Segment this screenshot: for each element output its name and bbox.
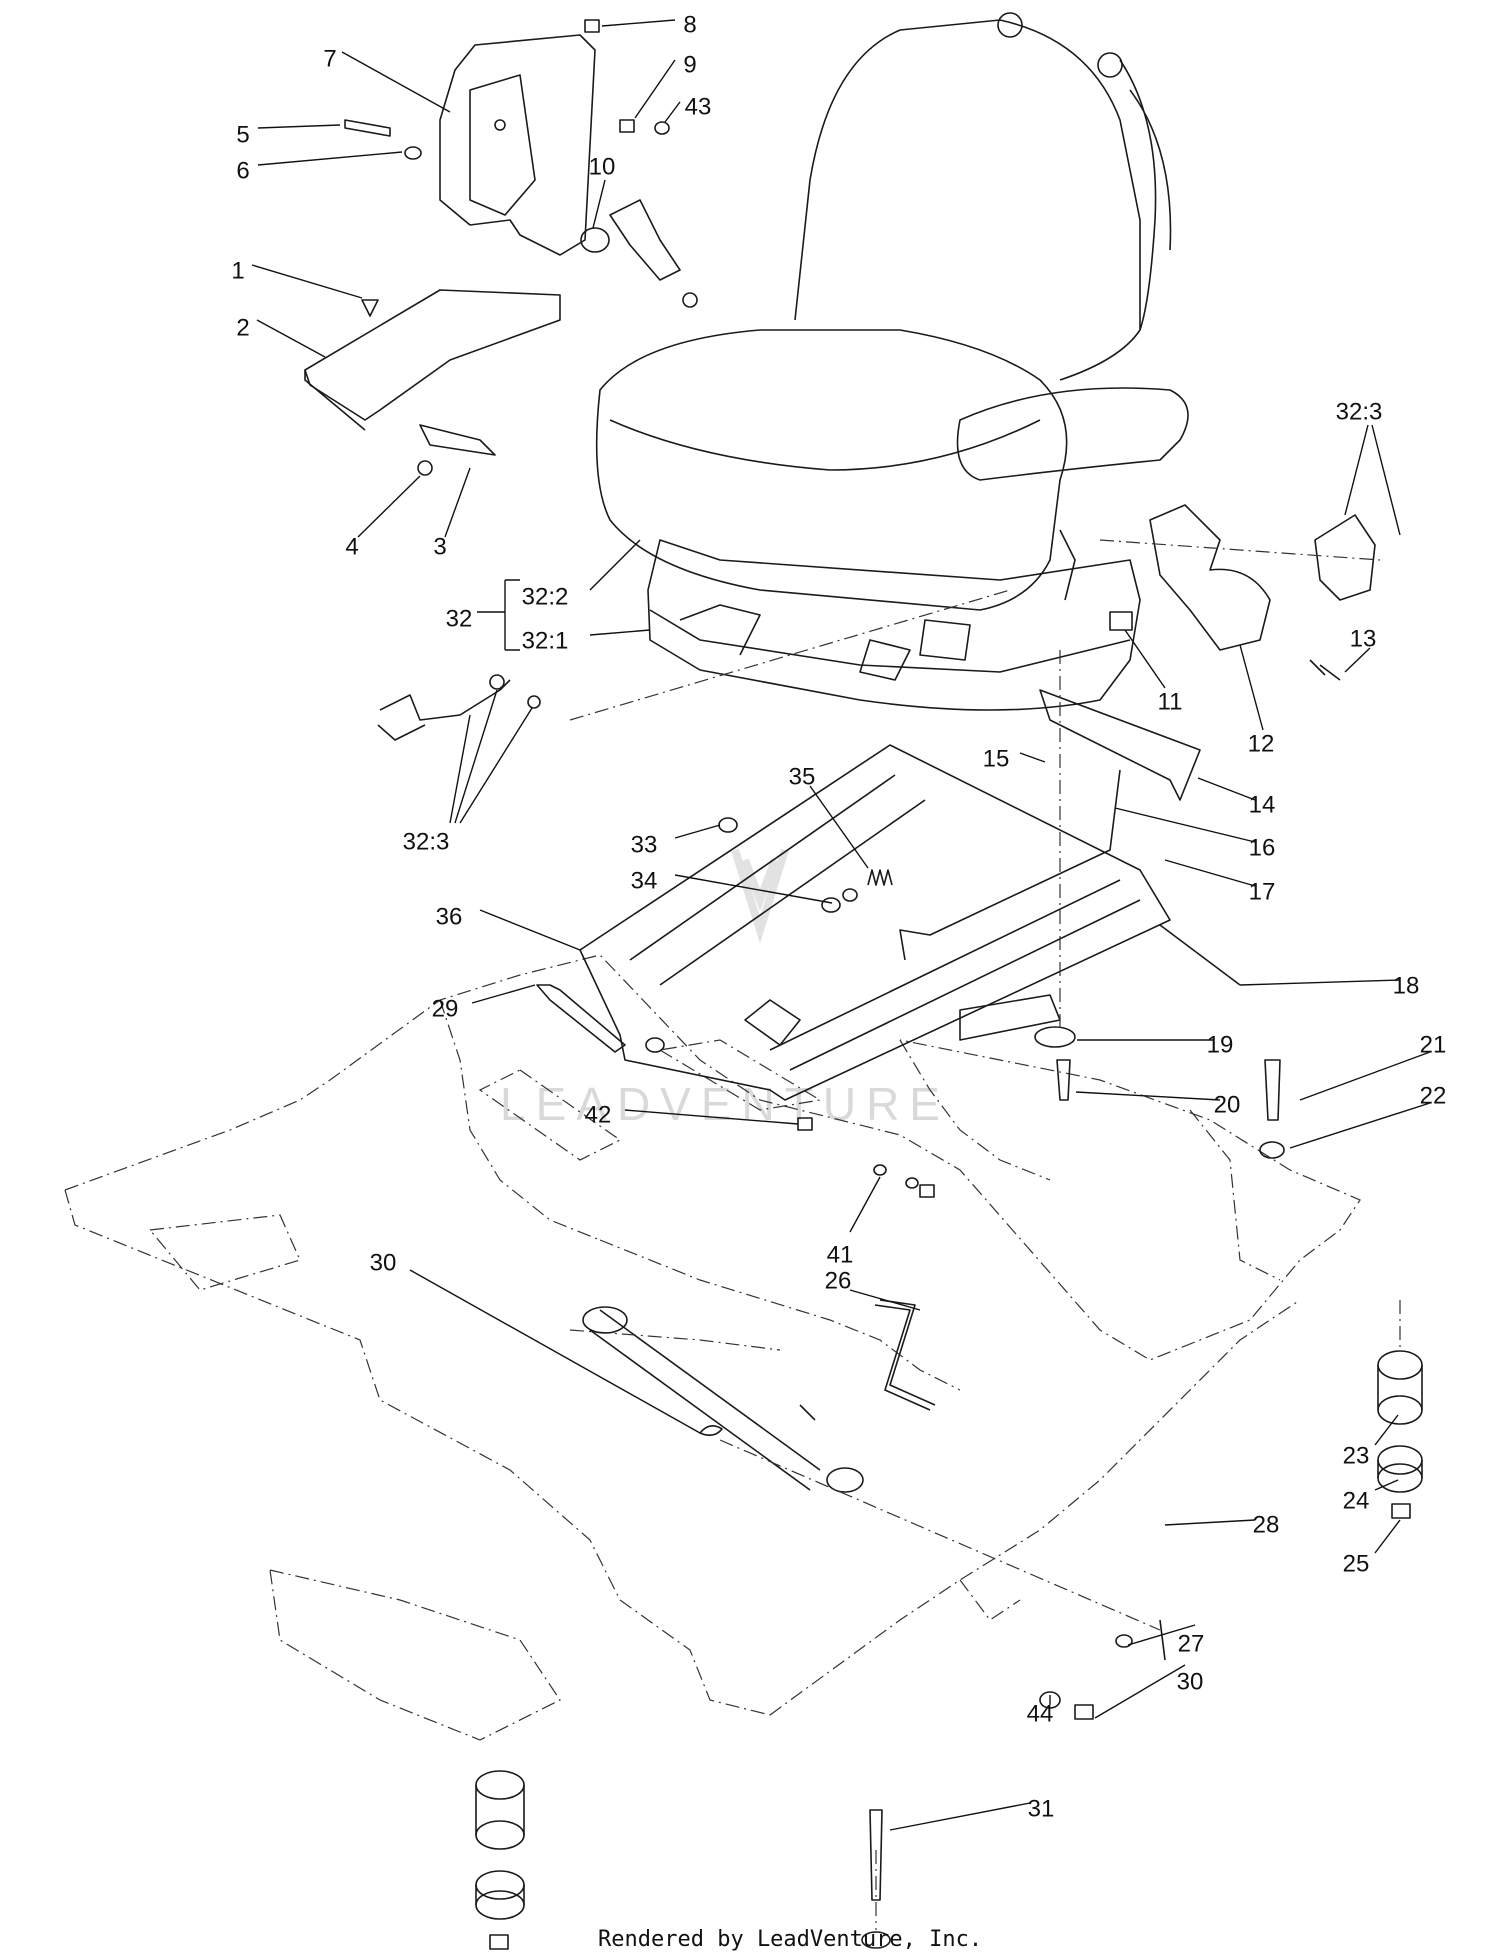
callout-label: 35 [789,763,816,790]
callout-label: 43 [685,93,712,120]
left-seat-bracket [304,19,698,741]
callout-label: 20 [1214,1091,1241,1118]
callout-label: 15 [983,745,1010,772]
callout-label: 33 [631,831,658,858]
callout-label: 41 [827,1241,854,1268]
callout-label: 2 [236,314,249,341]
callout-label: 6 [236,157,249,184]
callout-label: 27 [1178,1630,1205,1657]
callout-label: 7 [323,45,336,72]
watermark: LEADVENTURE [500,848,950,1130]
callout-label: 3 [433,533,446,560]
callout-label: 16 [1249,834,1276,861]
callout-label: 5 [236,121,249,148]
callout-label: 18 [1393,972,1420,999]
chassis-frame [64,954,1361,1741]
callout-label: 44 [1027,1700,1054,1727]
isolator-mount-left [475,1404,1166,1950]
callout-label: 23 [1343,1442,1370,1469]
callout-label: 25 [1343,1550,1370,1577]
callout-label: 11 [1158,688,1183,715]
callout-label: 32:2 [522,583,569,610]
footer-credit: Rendered by LeadVenture, Inc. [598,1927,982,1952]
callout-label: 19 [1207,1031,1234,1058]
callout-label: 29 [432,995,459,1022]
callout-label: 9 [683,51,696,78]
seat [595,12,1376,711]
callout-label: 13 [1350,625,1377,652]
callout-label: 4 [345,533,358,560]
callout-label: 22 [1420,1082,1447,1109]
callout-label: 12 [1248,730,1275,757]
callout-label: 31 [1028,1795,1055,1822]
callout-label: 42 [585,1101,612,1128]
callout-label: 24 [1343,1487,1370,1514]
callout-label: 10 [589,153,616,180]
callout-label: 32:3 [1336,398,1383,425]
callout-label: 8 [683,11,696,38]
leader-lines [251,19,1431,1930]
callout-label: 32:1 [522,627,569,654]
callout-label: 34 [631,867,658,894]
callout-label: 30 [370,1249,397,1276]
callout-label: 28 [1253,1511,1280,1538]
callout-label: 26 [825,1267,852,1294]
callout-label: 14 [1249,791,1276,818]
callout-label: 17 [1249,878,1276,905]
callout-label: 1 [231,257,244,284]
callout-label: 36 [436,903,463,930]
callout-label: 32 [446,605,473,632]
callout-label: 21 [1420,1031,1447,1058]
watermark-text: LEADVENTURE [500,1078,950,1130]
callout-labels: 123456789431032:33232:232:11112131514161… [231,11,1446,1822]
callout-label: 30 [1177,1668,1204,1695]
callout-label: 32:3 [403,828,450,855]
isolator-mount-right [1259,1059,1423,1519]
